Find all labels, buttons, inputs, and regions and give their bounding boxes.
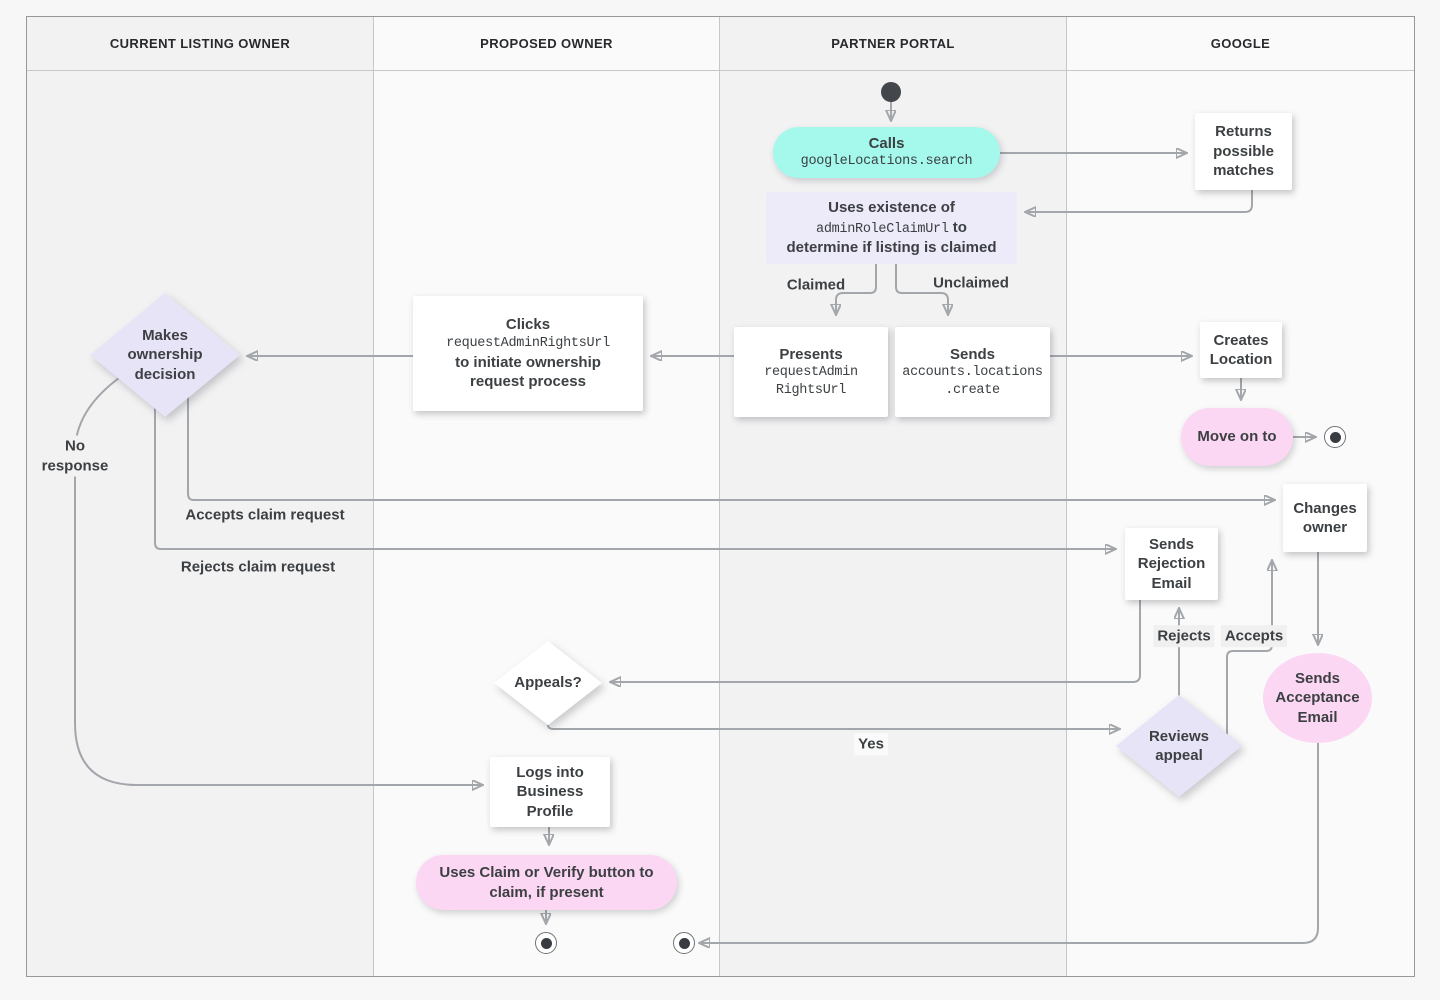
edge-label-yes: Yes: [854, 733, 888, 755]
node-text: Returns possible matches: [1213, 123, 1274, 180]
lane-header: PARTNER PORTAL: [720, 17, 1066, 71]
decision-text: Appeals?: [514, 674, 582, 692]
node-title: Clicks: [505, 316, 551, 334]
node-text: Sends Rejection Email: [1137, 535, 1206, 592]
edge-label-unclaimed: Unclaimed: [933, 274, 1009, 292]
node-title: Presents: [779, 345, 843, 363]
lane-title: GOOGLE: [1210, 36, 1271, 51]
edge-label-claimed: Claimed: [786, 276, 846, 294]
lane-proposed-owner: PROPOSED OWNER: [374, 17, 720, 976]
node-sends-acceptance-email: Sends Acceptance Email: [1263, 653, 1372, 743]
node-title: Sends: [949, 345, 995, 363]
decision-makes-ownership-decision: Makes ownership decision: [90, 293, 240, 417]
node-line2: adminRoleClaimUrl to: [816, 218, 967, 239]
node-text: Changes owner: [1293, 499, 1357, 537]
edge-label-accepts: Accepts: [1220, 625, 1288, 647]
edge-label-rejects: Rejects: [1153, 625, 1215, 647]
node-sends-rejection-email: Sends Rejection Email: [1125, 528, 1218, 600]
lane-header: PROPOSED OWNER: [374, 17, 719, 71]
lane-title: CURRENT LISTING OWNER: [109, 36, 291, 51]
end-node-create-flow: [1324, 426, 1346, 448]
node-line1: Uses existence of: [828, 199, 955, 217]
node-move-on-to: Move on to: [1181, 408, 1293, 466]
node-code-line2: RightsUrl: [775, 382, 847, 398]
node-uses-existence-adminroleclaimurl: Uses existence of adminRoleClaimUrl to d…: [766, 192, 1017, 264]
node-line3: determine if listing is claimed: [786, 239, 997, 257]
node-uses-claim-or-verify-button: Uses Claim or Verify button to claim, if…: [416, 855, 677, 910]
lane-title: PROPOSED OWNER: [480, 36, 613, 51]
node-text: Creates Location: [1209, 331, 1273, 369]
node-returns-possible-matches: Returns possible matches: [1195, 113, 1292, 190]
node-logs-into-business-profile: Logs into Business Profile: [490, 757, 610, 827]
node-rest: to initiate ownership request process: [455, 353, 601, 391]
decision-reviews-appeal: Reviews appeal: [1116, 695, 1242, 797]
decision-text: Makes ownership decision: [127, 326, 203, 383]
decision-text: Reviews appeal: [1148, 727, 1210, 765]
node-code-line1: accounts.locations: [902, 365, 1043, 381]
end-node-claim-flow: [535, 932, 557, 954]
node-changes-owner: Changes owner: [1283, 484, 1367, 552]
edge-label-accepts-claim-request: Accepts claim request: [185, 506, 345, 524]
node-presents-requestadminrightsurl: Presents requestAdmin RightsUrl: [734, 327, 888, 417]
lane-header: GOOGLE: [1067, 17, 1414, 71]
node-creates-location: Creates Location: [1200, 322, 1282, 378]
edge-label-rejects-claim-request: Rejects claim request: [180, 558, 336, 576]
decision-appeals: Appeals?: [494, 641, 602, 725]
node-clicks-requestadminrightsurl: Clicks requestAdminRightsUrl to initiate…: [413, 296, 643, 411]
node-text: Sends Acceptance Email: [1275, 669, 1360, 726]
node-line2-suffix: to: [948, 218, 967, 236]
node-sends-accounts-locations-create: Sends accounts.locations .create: [895, 327, 1050, 417]
node-code: adminRoleClaimUrl: [816, 221, 949, 237]
lane-current-listing-owner: CURRENT LISTING OWNER: [27, 17, 374, 976]
lane-header: CURRENT LISTING OWNER: [27, 17, 373, 71]
node-calls-googlelocations-search: Calls googleLocations.search: [773, 127, 1000, 178]
node-text: Move on to: [1197, 428, 1277, 446]
edge-label-no-response: No response: [27, 435, 123, 477]
lane-title: PARTNER PORTAL: [831, 36, 955, 51]
node-code-line2: .create: [945, 382, 1000, 398]
node-code: googleLocations.search: [800, 154, 973, 170]
start-node: [881, 82, 901, 102]
node-code: requestAdminRightsUrl: [446, 335, 610, 351]
end-node-acceptance-flow: [673, 932, 695, 954]
node-title: Calls: [868, 134, 905, 152]
node-text: Uses Claim or Verify button to claim, if…: [439, 864, 654, 901]
node-text: Logs into Business Profile: [516, 763, 584, 820]
node-code-line1: requestAdmin: [764, 365, 858, 381]
